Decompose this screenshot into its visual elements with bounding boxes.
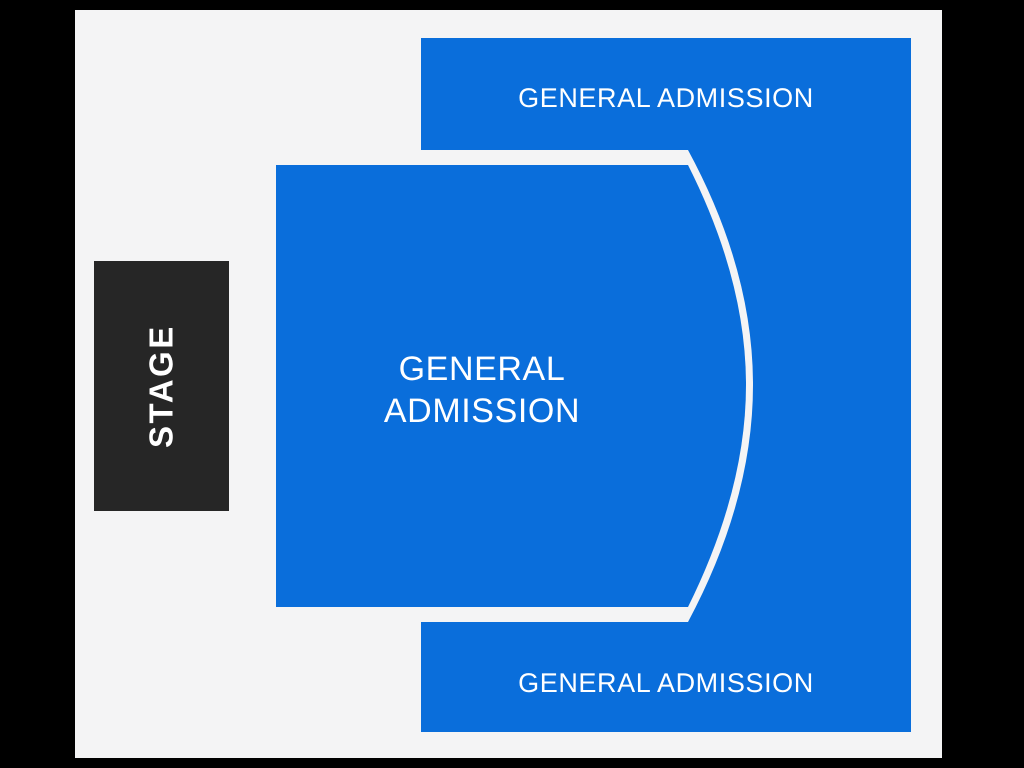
stage-block[interactable]: STAGE [94,261,229,511]
section-shape-ga-outer[interactable] [421,38,911,732]
venue-map-panel: GENERAL ADMISSION GENERAL ADMISSION GENE… [75,10,942,758]
stage-label: STAGE [142,324,180,448]
venue-geometry [276,38,911,732]
section-shape-ga-floor[interactable] [276,165,746,607]
